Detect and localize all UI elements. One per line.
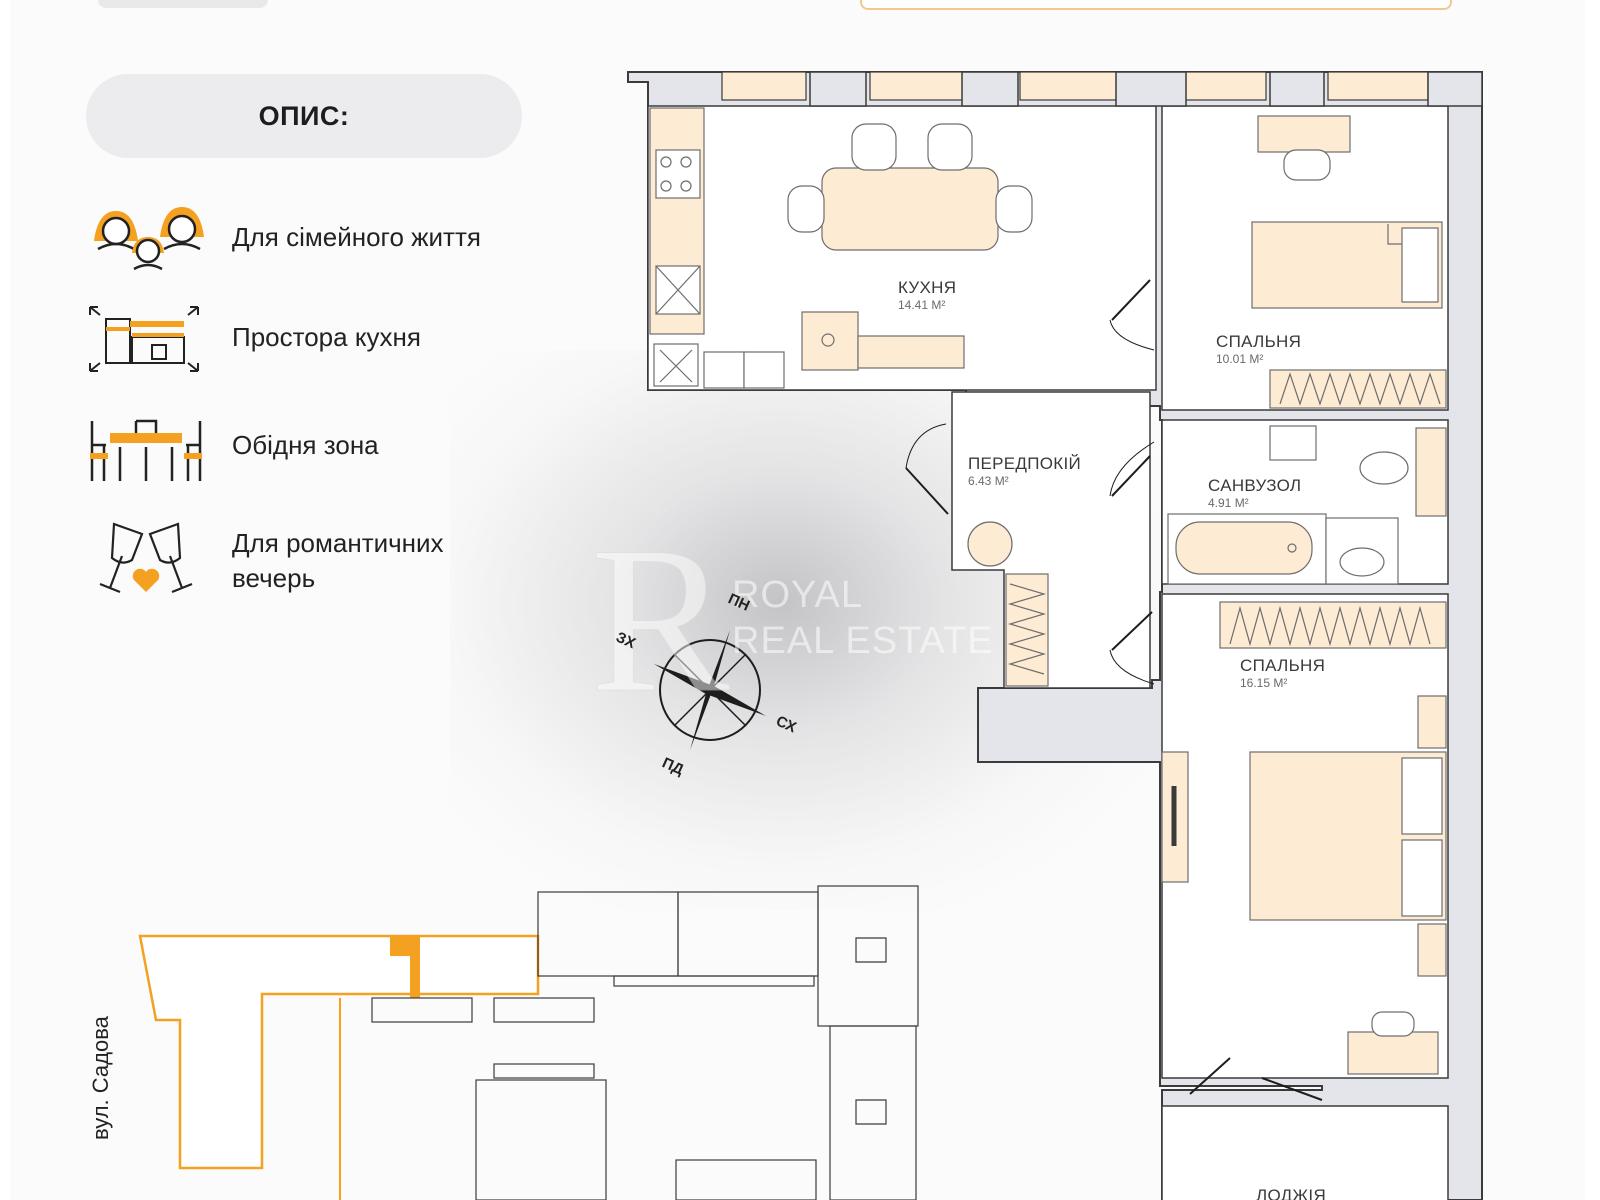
feature-item-kitchen: Простора кухня [86, 292, 421, 382]
description-header: ОПИС: [86, 74, 522, 158]
feature-item-dining: Обідня зона [86, 400, 379, 490]
top-strip-right [860, 0, 1452, 10]
room-area-bedroom-1: 10.01 М² [1216, 352, 1264, 366]
watermark-line-2: REAL ESTATE [732, 620, 994, 662]
spacious-kitchen-icon [86, 292, 216, 382]
room-name-kitchen: КУХНЯ [898, 278, 957, 297]
room-name-bathroom: САНВУЗОЛ [1208, 476, 1302, 495]
room-area-bedroom-2: 16.15 М² [1240, 676, 1288, 690]
street-label: вул. Садова [88, 1016, 113, 1140]
wine-glasses-heart-icon [86, 516, 216, 606]
feature-label: Простора кухня [232, 321, 421, 352]
window-piers [809, 71, 1483, 107]
room-area-kitchen: 14.41 М² [898, 298, 946, 312]
room-name-bedroom-1: СПАЛЬНЯ [1216, 332, 1302, 351]
watermark-line-1: ROYAL [732, 574, 864, 616]
kitchen-furniture [649, 107, 1033, 389]
watermark-logo: R [590, 500, 731, 737]
feature-item-family: Для сімейного життя [86, 192, 481, 282]
floor-plan: R [138, 71, 1483, 1200]
room-area-hallway: 6.43 М² [968, 474, 1009, 488]
description-title: ОПИС: [258, 100, 350, 131]
feature-label: Для сімейного життя [232, 221, 481, 252]
family-icon [86, 192, 216, 282]
room-name-hallway: ПЕРЕДПОКІЙ [968, 454, 1082, 473]
room-area-bathroom: 4.91 М² [1208, 496, 1249, 510]
door-swings [905, 279, 1323, 1101]
room-name-bedroom-2: СПАЛЬНЯ [1240, 656, 1326, 675]
feature-item-romantic: Для романтичних вечерь [86, 516, 492, 606]
top-strip-left [98, 0, 268, 8]
apartment-listing-card: ОПИС: Для сімейного життя [10, 0, 1585, 1200]
bedroom-1-furniture [1251, 115, 1447, 409]
feature-label: Обідня зона [232, 429, 379, 460]
svg-text:R: R [590, 504, 730, 736]
site-plan [138, 885, 919, 1200]
hallway-furniture [967, 521, 1049, 687]
room-name-loggia: ЛОДЖІЯ [1256, 1186, 1327, 1200]
bedroom-2-furniture [1161, 601, 1447, 1075]
feature-label: Для романтичних вечерь [232, 528, 444, 593]
dining-table-icon [86, 400, 216, 490]
bathroom-fixtures [1167, 425, 1447, 585]
compass-icon [654, 630, 766, 750]
